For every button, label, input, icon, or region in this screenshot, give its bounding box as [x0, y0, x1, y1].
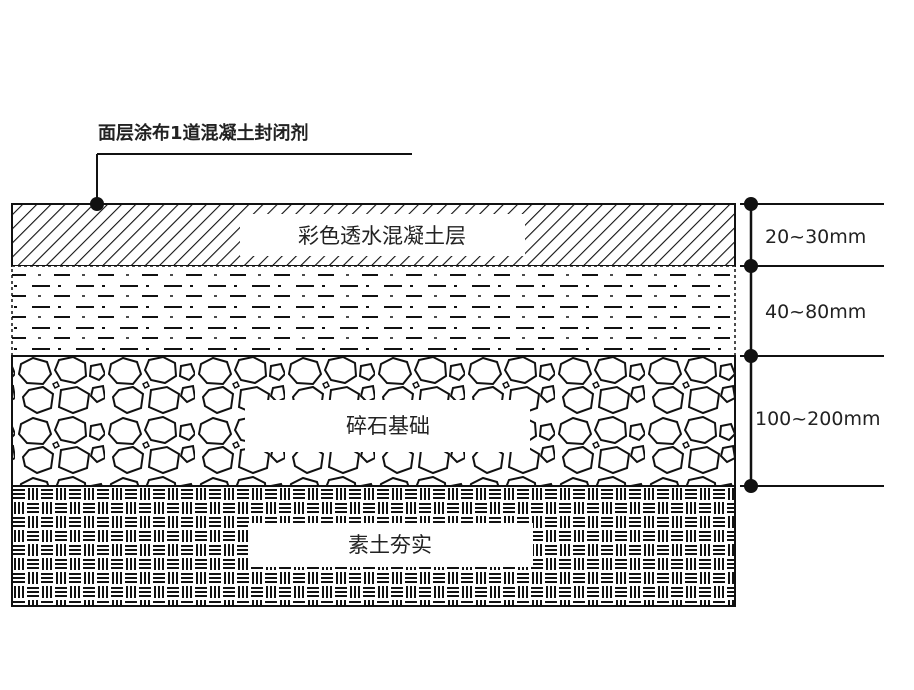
gravel-layer-label: 碎石基础 — [346, 414, 430, 438]
surface-layer-label: 彩色透水混凝土层 — [298, 224, 466, 248]
surface-thickness: 20~30mm — [765, 226, 866, 248]
dimension-dot-1 — [744, 197, 758, 211]
dimension-dot-2 — [744, 259, 758, 273]
soil-layer-label: 素土夯实 — [348, 533, 432, 557]
callout-dot — [90, 197, 104, 211]
gravel-thickness: 100~200mm — [755, 408, 880, 430]
dimension-dot-3 — [744, 349, 758, 363]
dimension-dot-4 — [744, 479, 758, 493]
soil-label-box — [248, 523, 533, 567]
sand-thickness: 40~80mm — [765, 301, 866, 323]
callout-text: 面层涂布1道混凝土封闭剂 — [98, 122, 309, 144]
surface-label-box — [240, 214, 525, 256]
sand-layer — [11, 265, 736, 357]
gravel-label-box — [245, 400, 530, 452]
